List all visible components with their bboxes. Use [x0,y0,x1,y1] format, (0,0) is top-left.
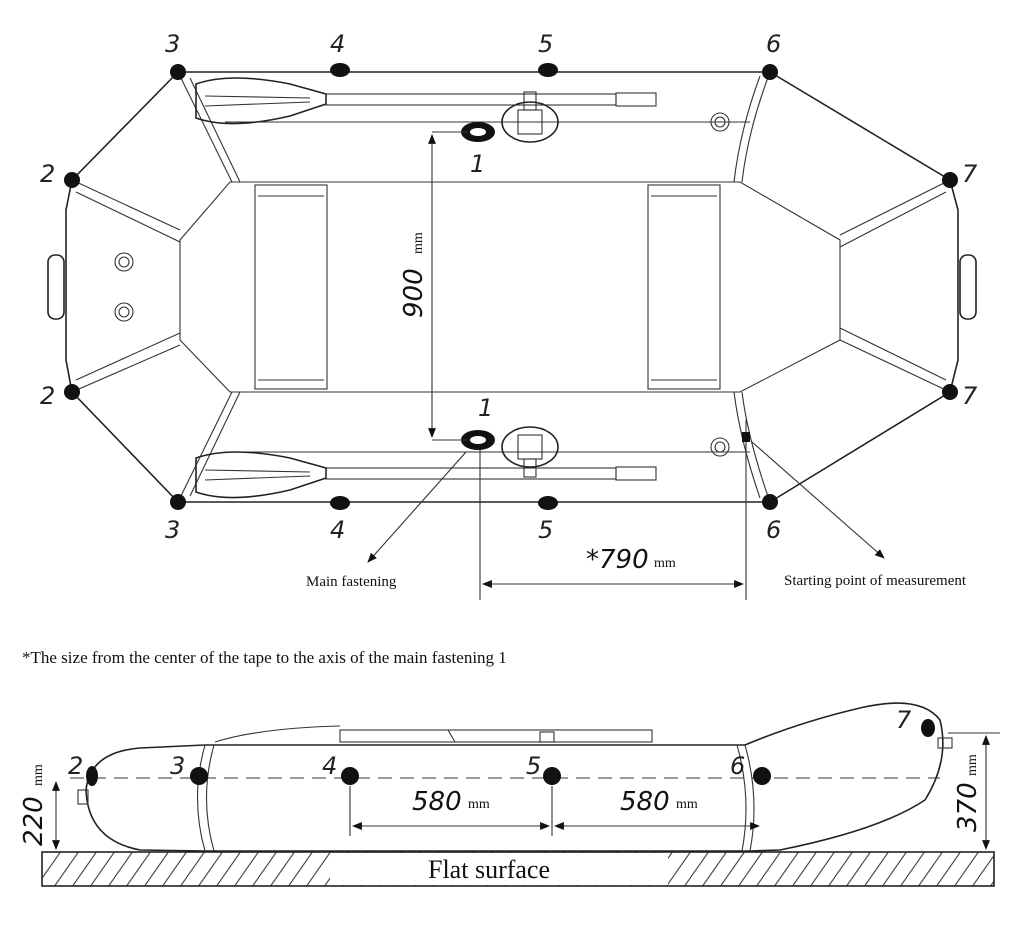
side-label-6: 6 [730,752,745,780]
label-point-6-bottom: 6 [766,516,781,544]
span-dimensions: 580 mm 580 mm [349,786,760,836]
start-point-label: Starting point of measurement [784,573,967,589]
side-point-7-marker [921,719,935,737]
side-label-7: 7 [896,706,912,734]
height-right-value: 370 [953,782,983,832]
height-left-dimension: 220 mm [19,764,60,850]
side-view: Flat surface 2 3 4 5 6 7 [19,702,1000,887]
offset-dimension: *790 mm [479,420,747,600]
side-label-3: 3 [170,752,185,780]
offset-dimension-unit: mm [654,556,676,571]
bow-outline [744,702,944,852]
point-5-bottom-marker [538,496,558,510]
span1-unit: mm [468,797,490,812]
handle-left-icon [47,254,65,320]
side-label-5: 5 [526,752,541,780]
side-label-2: 2 [68,752,83,780]
label-point-3-top: 3 [165,30,180,58]
point-4-bottom-marker [330,496,350,510]
flat-surface-label: Flat surface [428,855,550,884]
label-point-5-bottom: 5 [538,516,553,544]
label-fastening-bottom: 1 [478,394,493,422]
side-point-2-marker [86,766,98,786]
point-7-bottom-marker [942,384,958,400]
point-2-bottom-marker [64,384,80,400]
point-6-top-marker [762,64,778,80]
width-dimension-value: 900 [399,268,429,318]
point-3-top-marker [170,64,186,80]
side-label-4: 4 [322,752,337,780]
label-point-2-top: 2 [40,160,55,188]
height-right-dimension: 370 mm [948,732,1000,850]
span1-value: 580 [412,787,462,817]
label-fastening-top: 1 [470,150,485,178]
oar-top-icon [195,77,657,125]
label-point-4-top: 4 [330,30,345,58]
label-point-6-top: 6 [766,30,781,58]
label-point-4-bottom: 4 [330,516,345,544]
label-point-3-bottom: 3 [165,516,180,544]
attachment-points [64,63,958,510]
label-point-7-bottom: 7 [962,382,978,410]
label-point-5-top: 5 [538,30,553,58]
point-3-bottom-marker [170,494,186,510]
height-right-unit: mm [965,754,980,776]
label-point-7-top: 7 [962,160,978,188]
span2-unit: mm [676,797,698,812]
handle-right-icon [959,254,977,320]
valve-icon [114,112,730,457]
point-7-top-marker [942,172,958,188]
side-point-5-marker [543,767,561,785]
point-6-bottom-marker [762,494,778,510]
point-2-top-marker [64,172,80,188]
top-view: 3 4 5 6 2 2 7 7 3 4 5 6 1 1 900 mm *790 … [40,30,978,600]
seat-right [647,184,721,390]
width-dimension: 900 mm [399,131,468,441]
height-left-unit: mm [31,764,46,786]
label-point-2-bottom: 2 [40,382,55,410]
span2-value: 580 [620,787,670,817]
oar-bottom-icon [195,451,657,499]
floor-outline [179,181,841,393]
side-point-6-marker [753,767,771,785]
height-left-value: 220 [19,796,49,846]
side-point-4-marker [341,767,359,785]
point-4-top-marker [330,63,350,77]
side-point-3-marker [190,767,208,785]
point-5-top-marker [538,63,558,77]
main-fastening-label: Main fastening [306,574,397,590]
footnote-text: *The size from the center of the tape to… [22,648,507,667]
offset-dimension-value: *790 [586,545,649,575]
oarlock-icon [501,91,559,478]
width-dimension-unit: mm [411,232,426,254]
seat-left [254,184,328,390]
